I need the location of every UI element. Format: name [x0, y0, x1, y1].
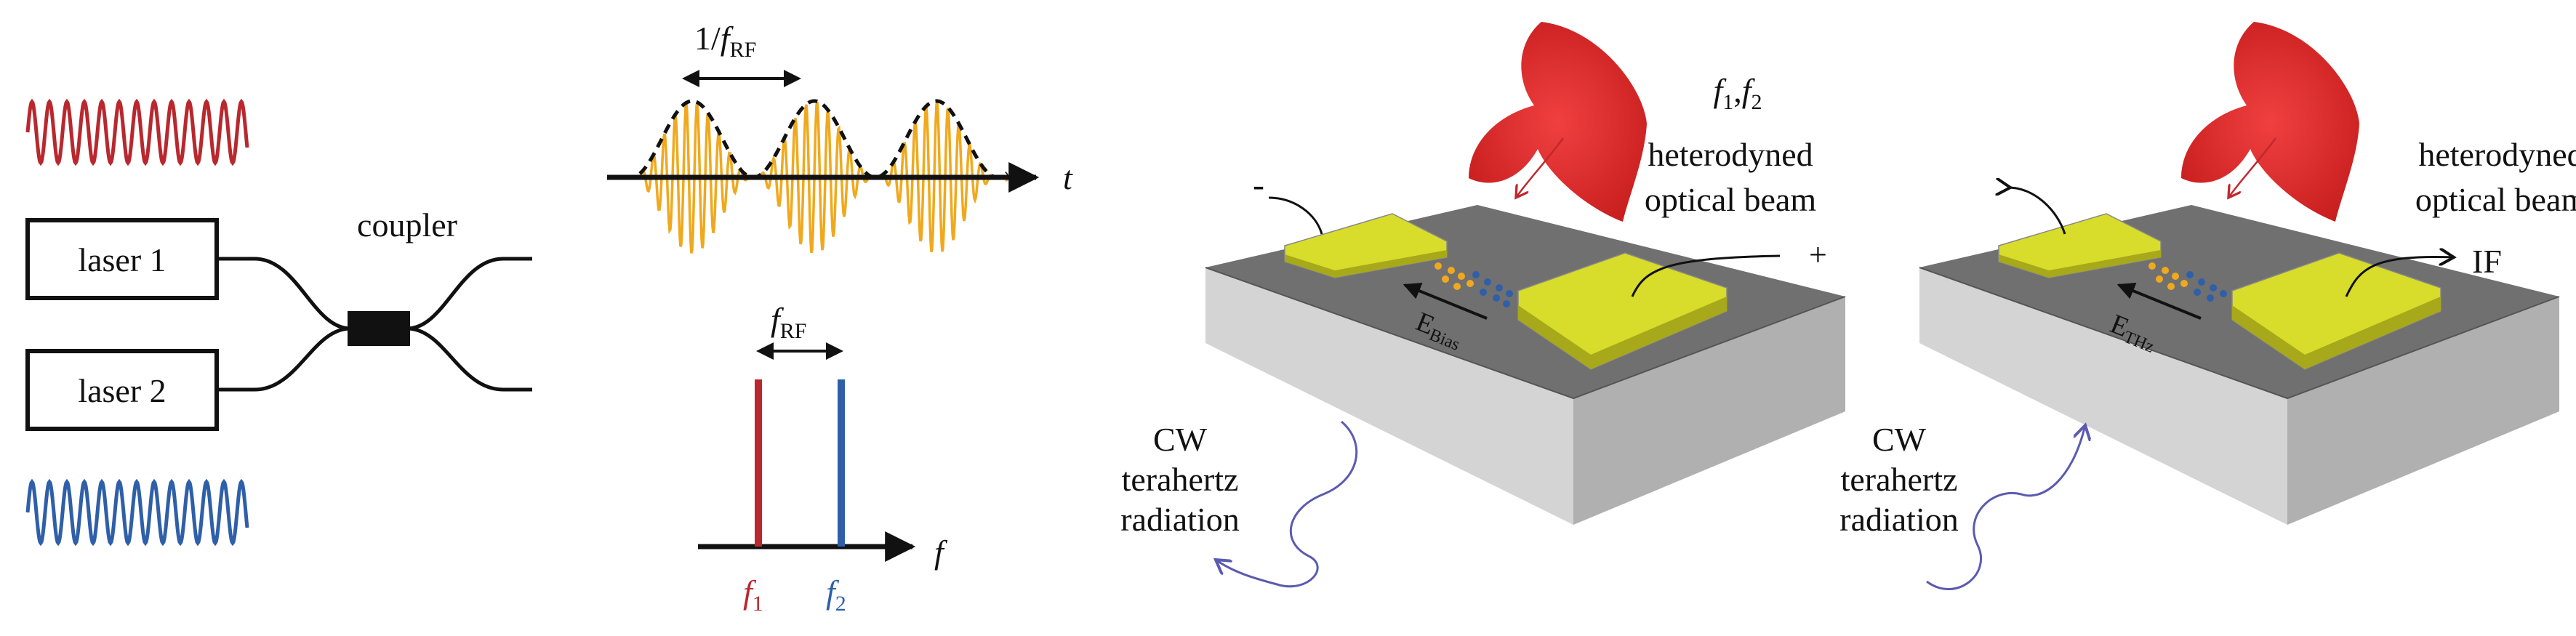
plus-label: +: [1809, 237, 1827, 273]
thz-wave-d: [1926, 425, 2085, 590]
radiation-d-line2: terahertz: [1841, 461, 1958, 498]
radiation-d-line1: CW: [1872, 421, 1927, 458]
beat-envelope: [638, 99, 1008, 180]
beam-label-line1: heterodyned: [1648, 136, 1813, 173]
panel-d-detector: ETHz IF heterodyned optical beam CW tera…: [1839, 22, 2576, 590]
beam-frequencies: f1,f2: [1713, 72, 1762, 114]
beam-label-line2: optical beam: [1645, 181, 1817, 218]
minus-lead: [1268, 196, 1323, 235]
laser1-label: laser 1: [78, 241, 166, 278]
coupler-label: coupler: [357, 206, 457, 243]
panel-a-lasers: laser 1 laser 2 coupler: [25, 98, 532, 547]
laser2-label: laser 2: [78, 372, 166, 409]
plus-lead: [1631, 254, 1781, 297]
coupler-fibers: [217, 257, 532, 392]
f1-label: f1: [743, 573, 763, 616]
in-lead: [2010, 188, 2066, 235]
laser2-box: [25, 349, 219, 431]
time-axis-label: t: [1063, 159, 1073, 196]
freq-axis-label: f: [934, 534, 948, 571]
optical-beam-lobes-d: [2181, 22, 2359, 222]
beam-d-line1: heterodyned: [2418, 136, 2576, 173]
radiation-d-line3: radiation: [1839, 501, 1959, 538]
thz-field-arrow: [2116, 283, 2202, 320]
if-label: IF: [2472, 243, 2502, 280]
beam-arrow-d: [2228, 137, 2276, 198]
substrate-front-d: [1919, 267, 2287, 525]
laser1-box: [25, 218, 219, 300]
substrate-front: [1205, 267, 1573, 525]
minus-label: -: [1253, 166, 1264, 204]
charge-carriers: [1435, 262, 1513, 307]
laser1-waveform: [25, 98, 249, 166]
substrate-right-d: [2287, 297, 2559, 525]
thz-wave-c: [1216, 420, 1358, 588]
beam-d-line2: optical beam: [2415, 181, 2576, 218]
panel-c-photomixer: EBias - + f1,f2 heterodyned optical beam…: [1120, 22, 1846, 588]
coupler-block: [348, 311, 410, 346]
radiation-c-line2: terahertz: [1122, 461, 1239, 498]
spacing-label: fRF: [771, 301, 806, 343]
f2-label: f2: [826, 573, 846, 616]
period-label: 1/fRF: [694, 20, 756, 62]
laser2-waveform: [25, 478, 249, 547]
substrate-right: [1573, 297, 1845, 525]
panel-b-signal: t 1/fRF f fRF f1 f2: [607, 20, 1073, 616]
radiation-c-line3: radiation: [1120, 501, 1240, 538]
if-lead: [2345, 257, 2454, 297]
bias-field-arrow: [1403, 283, 1488, 320]
beam-arrow: [1516, 137, 1564, 198]
radiation-c-line1: CW: [1153, 421, 1208, 458]
charge-carriers-d: [2148, 262, 2227, 302]
optical-beam-lobes: [1469, 22, 1647, 222]
beat-carrier-wave: [638, 101, 1008, 254]
